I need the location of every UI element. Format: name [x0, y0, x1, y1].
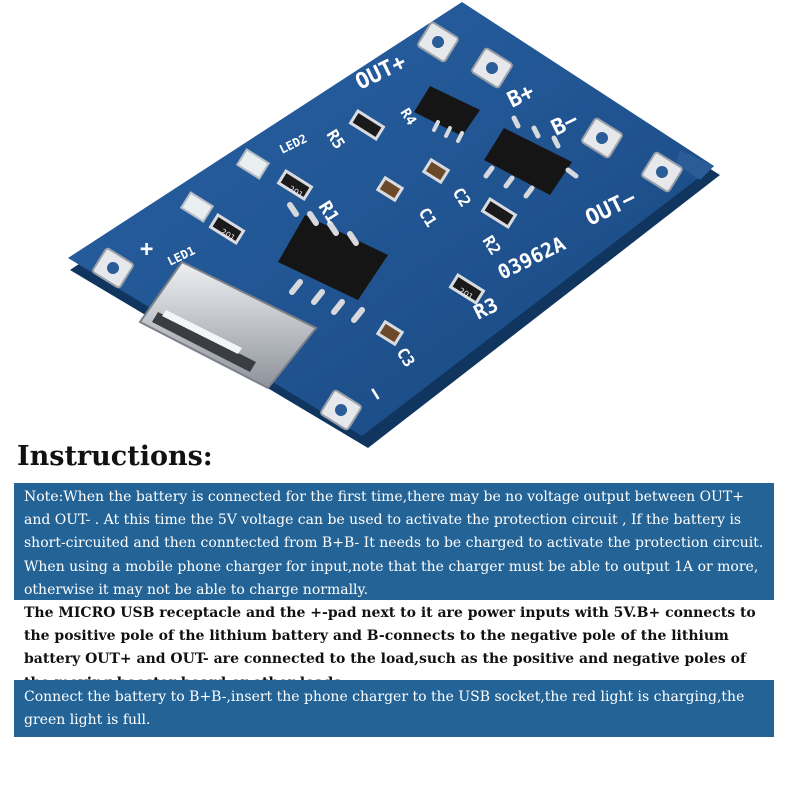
note-text: Note:When the battery is connected for t…	[24, 489, 764, 598]
connect-panel: Connect the battery to B+B-,insert the p…	[14, 680, 774, 737]
chip-u1	[278, 202, 388, 323]
smd-components	[208, 109, 518, 347]
solder-pads	[92, 21, 683, 431]
label-r4: R4	[397, 106, 420, 129]
instructions-heading: Instructions:	[17, 441, 213, 472]
chip-u3	[414, 86, 480, 143]
charging-module-photo: OUT+ B+ B− OUT− 03962A R3 R1 R2 R4 R5 C1…	[68, 2, 720, 448]
chip-u2	[483, 115, 579, 199]
connect-text: Connect the battery to B+B-,insert the p…	[24, 689, 745, 729]
led-indicators	[179, 148, 271, 223]
label-plus: +	[140, 237, 153, 262]
note-panel: Note:When the battery is connected for t…	[14, 483, 774, 600]
info-panel: The MICRO USB receptacle and the +-pad n…	[14, 602, 774, 691]
micro-usb-receptacle	[138, 260, 318, 390]
